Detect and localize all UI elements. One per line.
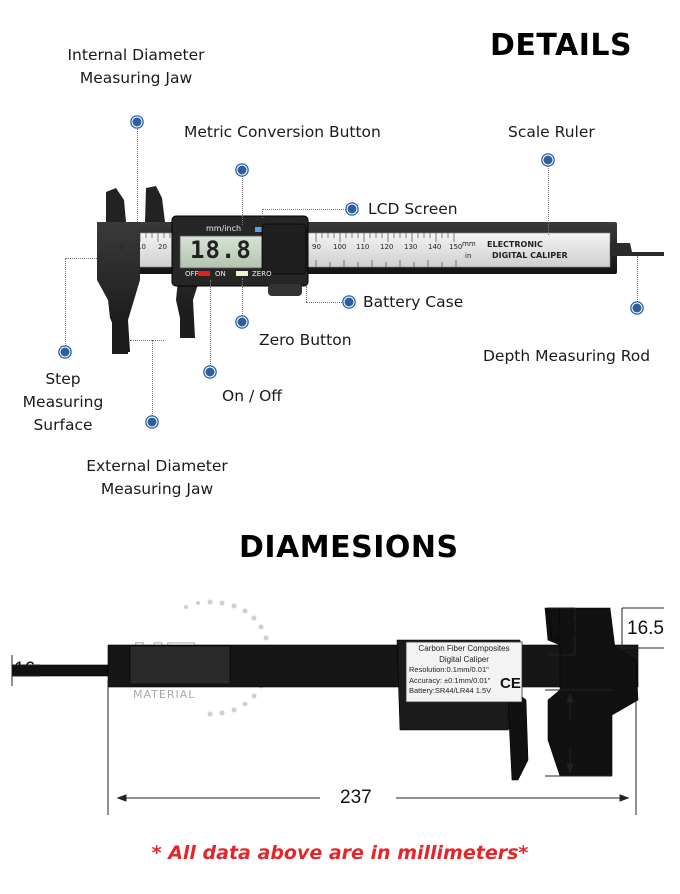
lcd-screen-leader (262, 209, 350, 210)
internal-jaw-dot (131, 116, 143, 128)
dim-jaw-width: 21 (571, 620, 593, 641)
lcd-screen-leader-v (262, 209, 263, 218)
zero-label: ZERO (252, 270, 272, 278)
right-scale-110: 110 (356, 243, 370, 251)
zero-button-dot (236, 316, 248, 328)
spec-line-5: Battery:SR44/LR44 1.5V (409, 686, 492, 695)
battery-case-leader-v (306, 286, 307, 302)
off-label: OFF (185, 270, 199, 278)
brand-line-2: DIGITAL CALIPER (492, 251, 568, 260)
left-scale-0: 0 (119, 243, 124, 251)
battery-case-dot (343, 296, 355, 308)
label-internal-jaw-line1: Internal Diameter (67, 46, 205, 64)
right-scale-130: 130 (404, 243, 418, 251)
dim-rod-height: 16 (14, 659, 36, 680)
on-label: ON (215, 270, 226, 278)
footnote: * All data above are in millimeters* (151, 842, 529, 864)
spec-line-2: Digital Caliper (439, 654, 489, 664)
label-step-line2: Measuring (22, 393, 104, 411)
label-step-line3: Surface (33, 416, 93, 434)
scale-unit-in: in (465, 252, 472, 260)
spec-line-4: Accuracy: ±0.1mm/0.01" (409, 675, 491, 685)
scale-ruler-dot (542, 154, 554, 166)
right-scale-100: 100 (333, 243, 347, 251)
label-internal-jaw: Internal Diameter Measuring Jaw (58, 44, 214, 90)
dimensions-title: DIAMESIONS (239, 530, 459, 565)
right-scale-90: 90 (312, 243, 321, 251)
zero-button-leader (242, 278, 243, 322)
scale-unit-mm: mm (462, 240, 476, 248)
external-jaw-leader-h (130, 340, 164, 341)
label-battery-case: Battery Case (363, 293, 464, 311)
depth-rod-leader (637, 256, 638, 306)
lcd-readout: 18.8 (190, 236, 252, 264)
lcd-screen-dot (346, 203, 358, 215)
brand-line-1: ELECTRONIC (487, 240, 543, 249)
spec-box: Carbon Fiber Composites Digital Caliper … (406, 644, 522, 697)
dim-length: 237 (340, 787, 372, 808)
left-scale-10: 10 (137, 243, 146, 251)
step-surface-leader (65, 258, 97, 259)
label-step-line1: Step (45, 370, 81, 388)
label-step-surface: Step Measuring Surface (18, 368, 108, 437)
watermark-logo (184, 599, 271, 717)
on-off-leader (210, 280, 211, 372)
right-scale-120: 120 (380, 243, 394, 251)
metric-button-dot (236, 164, 248, 176)
internal-jaw-leader (137, 122, 138, 222)
external-jaw-leader (152, 340, 153, 422)
ce-mark: CE (500, 675, 521, 692)
scale-ruler-leader (548, 160, 549, 235)
label-external-jaw: External Diameter Measuring Jaw (78, 455, 236, 501)
unit-toggle-label: mm/inch (206, 224, 242, 233)
watermark-subtext: MATERIAL (133, 688, 196, 701)
spec-line-3: Resolution:0.1mm/0.01" (409, 665, 489, 674)
label-scale-ruler: Scale Ruler (508, 123, 595, 141)
label-external-jaw-line1: External Diameter (86, 457, 228, 475)
details-title: DETAILS (490, 28, 633, 63)
step-surface-leader-v (65, 258, 66, 352)
external-jaw-dot (146, 416, 158, 428)
step-surface-dot (59, 346, 71, 358)
caliper-top-illustration (97, 186, 664, 354)
spec-line-1: Carbon Fiber Composites (418, 644, 510, 653)
dim-jaw-depth: 40 (559, 723, 581, 744)
label-depth-rod: Depth Measuring Rod (483, 347, 651, 365)
right-scale-150: 150 (449, 243, 463, 251)
label-metric-button: Metric Conversion Button (184, 123, 381, 141)
label-internal-jaw-line2: Measuring Jaw (79, 69, 193, 87)
on-off-dot (204, 366, 216, 378)
label-external-jaw-line2: Measuring Jaw (100, 480, 214, 498)
label-on-off: On / Off (222, 387, 282, 405)
battery-case-leader (306, 302, 348, 303)
right-scale-140: 140 (428, 243, 442, 251)
left-scale-20: 20 (158, 243, 167, 251)
depth-rod-dot (631, 302, 643, 314)
label-lcd-screen: LCD Screen (368, 200, 458, 218)
metric-button-leader (242, 170, 243, 225)
dim-top-height: 16.5 (627, 618, 664, 639)
label-zero-button: Zero Button (259, 331, 352, 349)
